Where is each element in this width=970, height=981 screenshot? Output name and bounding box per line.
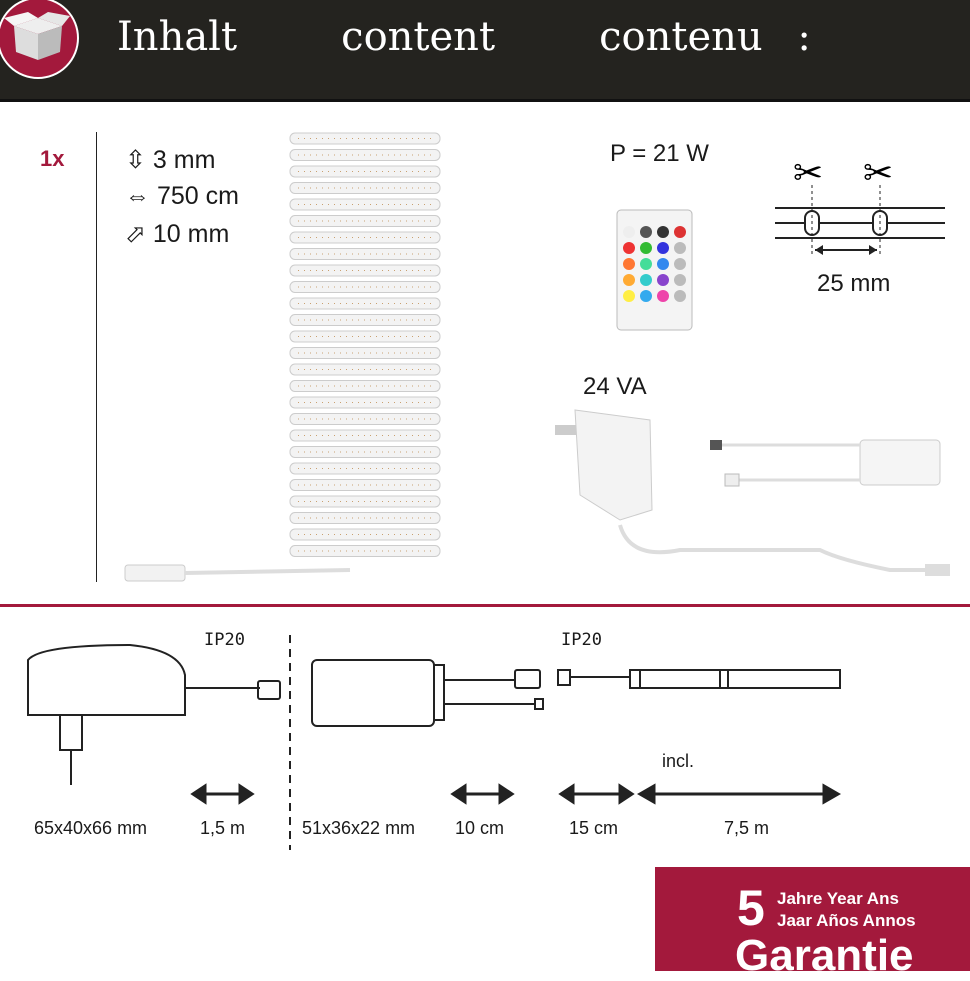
- spec-height: ⇳ 3 mm: [125, 146, 216, 174]
- page-title: Inhalt content contenu :: [117, 14, 811, 60]
- adapter-dims: 65x40x66 mm: [34, 818, 148, 838]
- controller-dims: 51x36x22 mm: [302, 818, 416, 838]
- warranty-badge: 5 Jahre Year Ans Jaar Años Annos Garanti…: [655, 867, 970, 980]
- ip-rating-adapter: IP20: [204, 630, 245, 650]
- power-label: P = 21 W: [610, 140, 709, 167]
- adapter-rating-label: 24 VA: [583, 373, 647, 400]
- warranty-label: Garantie: [735, 931, 914, 980]
- warranty-line2: Jaar Años Annos: [777, 911, 916, 930]
- led-strip-coil-image: [124, 132, 441, 582]
- ip-rating-strip: IP20: [561, 630, 602, 650]
- open-box-icon: [0, 0, 79, 79]
- quantity-label: 1x: [40, 146, 65, 171]
- length-arrow-icon: ⇔: [125, 182, 150, 210]
- width-arrow-icon: ⬀: [125, 220, 146, 248]
- spec-length: ⇔ 750 cm: [125, 182, 239, 210]
- strip-lead-length: 15 cm: [569, 818, 619, 838]
- adapter-controller-image: [555, 409, 950, 576]
- remote-control-image: [616, 209, 693, 331]
- included-label: incl.: [662, 751, 695, 771]
- scissors-icon: ✂: [793, 153, 823, 194]
- header-bar: Inhalt content contenu :: [0, 0, 970, 102]
- strip-length: 7,5 m: [724, 818, 770, 838]
- dimension-diagram: [27, 635, 842, 850]
- section-divider: [0, 604, 970, 607]
- controller-cable-length: 10 cm: [455, 818, 505, 838]
- cut-interval-label: 25 mm: [817, 270, 891, 297]
- warranty-line1: Jahre Year Ans: [777, 889, 899, 908]
- adapter-cable-length: 1,5 m: [200, 818, 246, 838]
- divider: [96, 132, 97, 582]
- warranty-years: 5: [737, 880, 765, 936]
- spec-width: ⬀ 10 mm: [125, 220, 230, 248]
- cut-diagram: ✂ ✂: [775, 153, 945, 257]
- height-arrow-icon: ⇳: [125, 146, 146, 174]
- scissors-icon: ✂: [863, 153, 893, 194]
